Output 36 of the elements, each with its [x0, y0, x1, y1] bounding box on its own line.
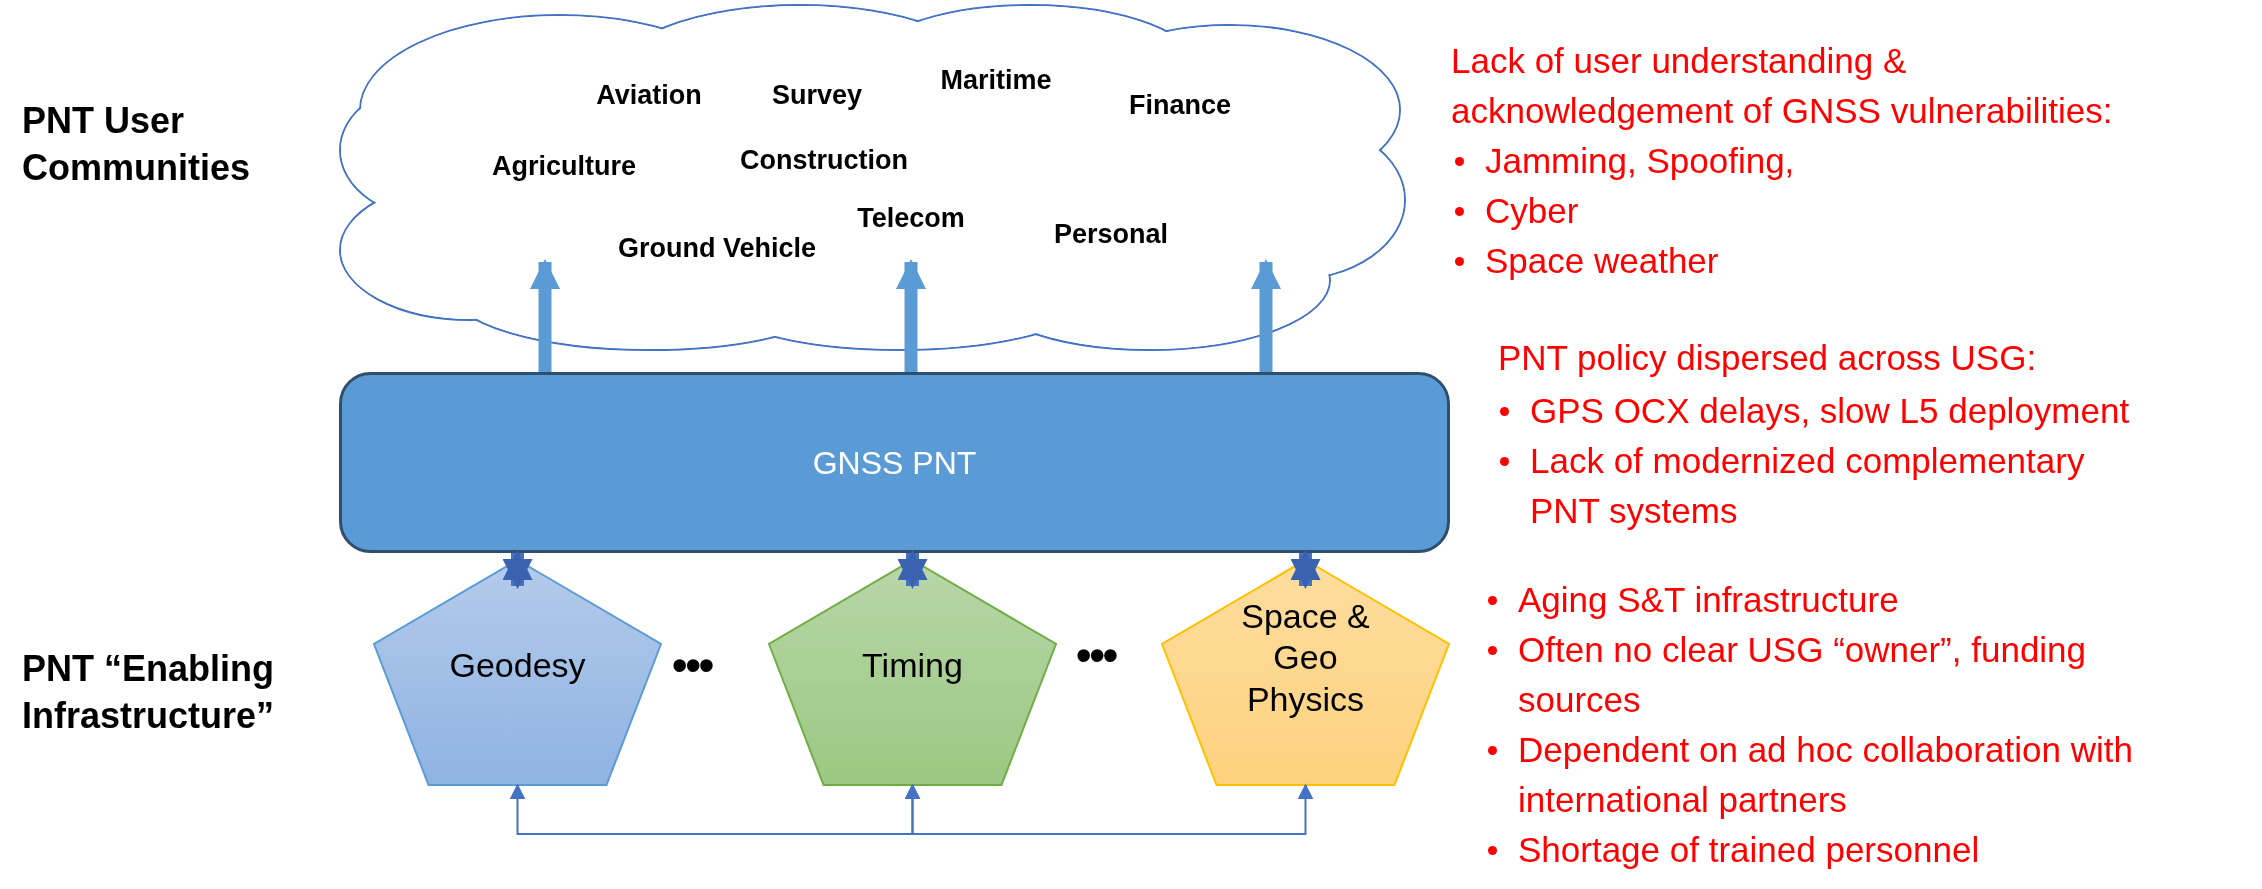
pentagon-label: Geodesy	[448, 645, 587, 686]
note-heading: PNT policy dispersed across USG:	[1498, 337, 2038, 379]
bullet-item: Lack of modernized complementary PNT systems	[1530, 440, 2086, 532]
row-label: PNT User Communities	[22, 99, 252, 190]
community-label: Telecom	[857, 202, 965, 234]
block-arrow	[502, 550, 533, 589]
block-arrow	[896, 259, 926, 372]
ellipsis-mark: •••	[1076, 630, 1117, 680]
block-arrow	[530, 259, 560, 372]
bullet-item: Shortage of trained personnel	[1518, 829, 1981, 871]
note-heading: Lack of user understanding & acknowledgement of GNSS vulnerabilities:	[1451, 40, 2114, 132]
community-label: Personal	[1053, 218, 1169, 250]
ellipsis-mark: •••	[672, 640, 713, 690]
row-label: PNT “Enabling Infrastructure”	[22, 647, 276, 738]
community-label: Ground Vehicle	[618, 232, 816, 264]
bullet-item: GPS OCX delays, slow L5 deployment	[1530, 390, 2131, 432]
bullet-item: Dependent on ad hoc collaboration with international partners	[1518, 729, 2134, 821]
community-label: Agriculture	[492, 150, 636, 182]
pentagon-label: Timing	[861, 645, 964, 686]
block-arrow	[897, 550, 928, 589]
community-label: Construction	[740, 144, 908, 176]
connector-arrow	[904, 783, 1314, 835]
box-label: GNSS PNT	[811, 443, 978, 483]
bullet-item: Often no clear USG “owner”, funding sources	[1518, 629, 2088, 721]
block-arrow	[1251, 259, 1281, 372]
bullet-item: Jamming, Spoofing,	[1485, 140, 1796, 182]
community-label: Aviation	[596, 79, 702, 111]
bullet-item: Aging S&T infrastructure	[1518, 579, 1900, 621]
block-arrow	[1290, 550, 1321, 589]
process-box	[339, 372, 1450, 553]
pentagon-label: Space & Geo Physics	[1240, 596, 1371, 720]
bullet-item: Cyber	[1485, 190, 1580, 232]
community-label: Finance	[1129, 89, 1231, 121]
community-label: Survey	[771, 79, 863, 111]
community-label: Maritime	[940, 64, 1052, 96]
bullet-item: Space weather	[1485, 240, 1720, 282]
